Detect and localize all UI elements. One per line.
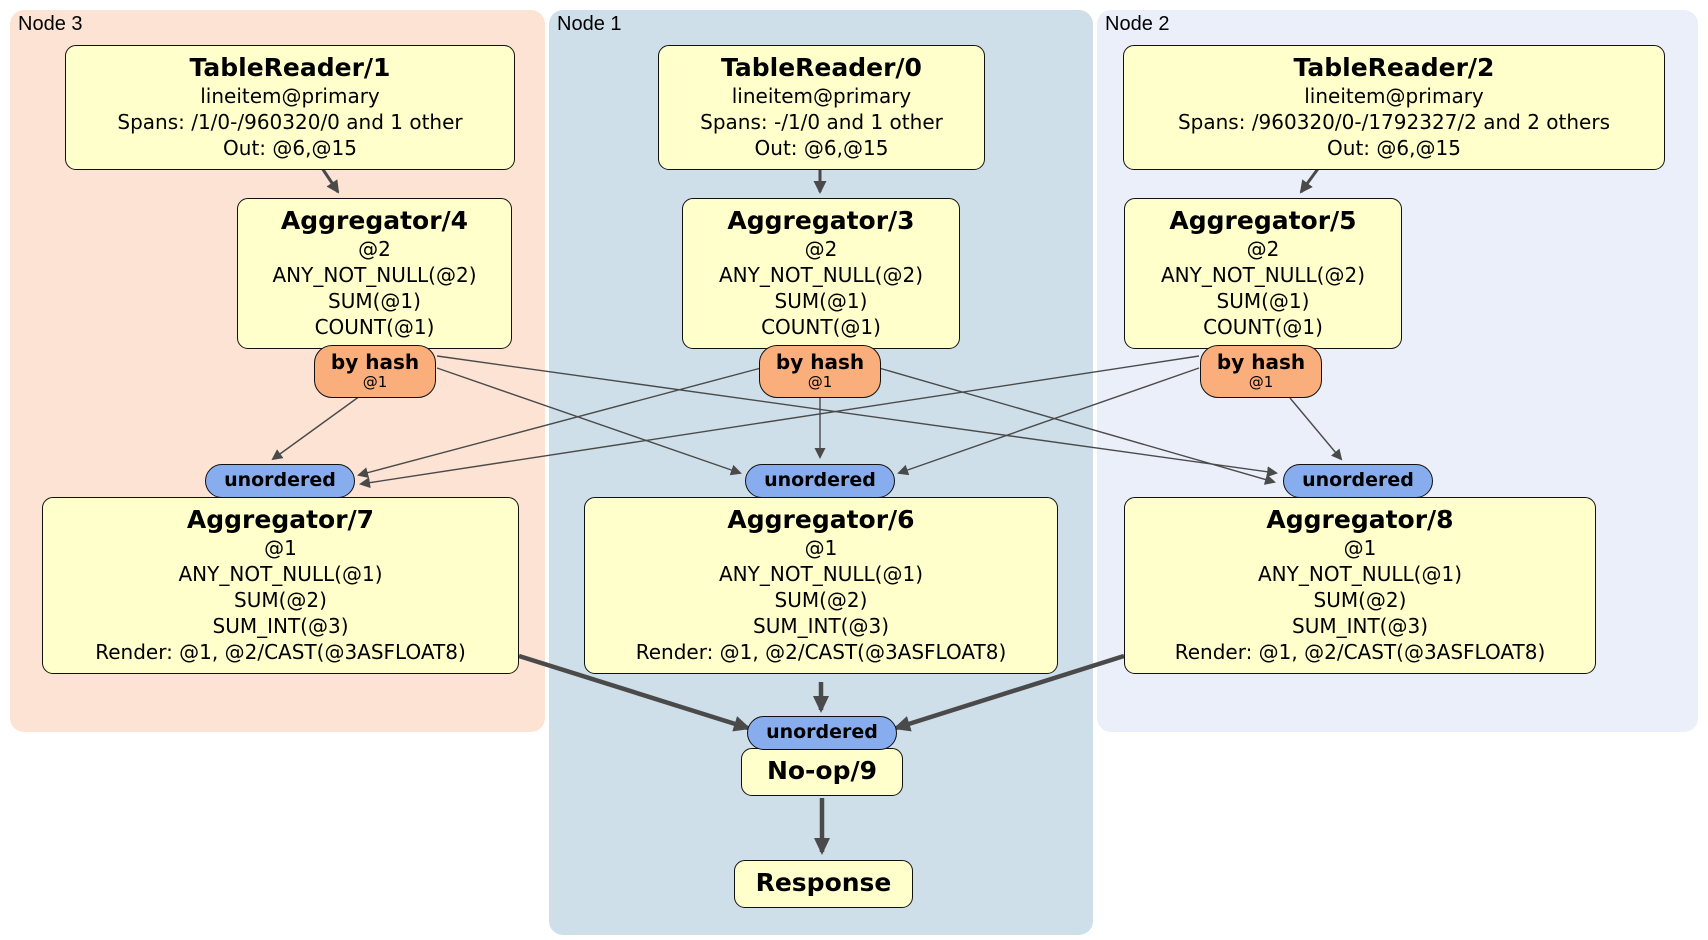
stream-unordered-node1: unordered [745,464,895,498]
region-label-node2: Node 2 [1105,13,1170,35]
processor-detail: SUM_INT(@3) [212,614,349,638]
edge-agg8-unordered-final [893,653,1125,732]
processor-aggregator-3: Aggregator/3 @2 ANY_NOT_NULL(@2) SUM(@1)… [682,198,960,349]
router-by-hash-node1: by hash @1 [759,345,881,398]
router-hash-key: @1 [1248,373,1274,391]
processor-detail: Render: @1, @2/CAST(@3ASFLOAT8) [635,640,1007,664]
stream-unordered-node2: unordered [1283,464,1433,498]
processor-detail: SUM(@2) [1313,588,1407,612]
processor-title: Aggregator/6 [727,505,915,534]
router-label: by hash [330,350,420,374]
processor-detail: Render: @1, @2/CAST(@3ASFLOAT8) [1174,640,1546,664]
processor-aggregator-5: Aggregator/5 @2 ANY_NOT_NULL(@2) SUM(@1)… [1124,198,1402,349]
edge-byhash1-unordered2 [878,367,1276,485]
stream-label: unordered [764,469,876,491]
stream-label: unordered [766,721,878,743]
processor-detail: @2 [358,237,391,261]
router-label: by hash [1216,350,1306,374]
processor-detail: @1 [1343,536,1377,560]
processor-detail: SUM(@1) [328,289,421,313]
edge-byhash3-unordered2 [436,355,1278,478]
edge-byhash3-unordered3 [271,395,361,461]
processor-detail: ANY_NOT_NULL(@2) [272,263,477,287]
region-label-node1: Node 1 [557,13,622,35]
processor-detail: SUM(@2) [234,588,327,612]
edge-tr2-agg5 [1299,165,1322,194]
processor-title: Aggregator/4 [280,206,469,235]
processor-detail: lineitem@primary [1304,84,1484,108]
stream-label: unordered [224,469,336,491]
edge-byhash2-unordered2 [1289,397,1343,461]
region-label-node3: Node 3 [18,13,83,35]
edge-tr1-agg4 [320,167,340,194]
processor-detail: Out: @6,@15 [1327,136,1461,160]
router-hash-key: @1 [807,373,833,391]
processor-tablereader-1: TableReader/1 lineitem@primary Spans: /1… [65,45,515,170]
processor-tablereader-2: TableReader/2 lineitem@primary Spans: /9… [1123,45,1665,170]
processor-title: TableReader/2 [1293,53,1495,82]
router-label: by hash [775,350,865,374]
edge-byhash2-unordered1 [897,367,1200,476]
processor-title: Response [755,868,892,897]
processor-detail: Spans: /1/0-/960320/0 and 1 other [117,110,463,134]
processor-response: Response [734,860,913,908]
processor-aggregator-6: Aggregator/6 @1 ANY_NOT_NULL(@1) SUM(@2)… [584,497,1058,674]
edges-hash-router-mesh [271,355,1343,489]
processor-detail: COUNT(@1) [314,315,435,339]
processor-detail: SUM(@1) [1216,289,1310,313]
processor-title: Aggregator/3 [727,206,915,235]
processor-detail: ANY_NOT_NULL(@1) [719,562,923,586]
processor-title: No-op/9 [766,756,878,785]
processor-detail: lineitem@primary [731,84,912,108]
processor-title: Aggregator/8 [1266,505,1454,534]
processor-noop-9: No-op/9 [741,748,903,796]
processor-aggregator-8: Aggregator/8 @1 ANY_NOT_NULL(@1) SUM(@2)… [1124,497,1596,674]
processor-title: Aggregator/7 [186,505,375,534]
edges-final-merge [518,653,1125,855]
processor-detail: @1 [264,536,297,560]
processor-detail: lineitem@primary [200,84,380,108]
processor-aggregator-4: Aggregator/4 @2 ANY_NOT_NULL(@2) SUM(@1)… [237,198,512,349]
processor-tablereader-0: TableReader/0 lineitem@primary Spans: -/… [658,45,985,170]
processor-detail: @2 [804,237,838,261]
router-hash-key: @1 [362,373,388,391]
edge-byhash3-unordered1 [436,367,742,476]
edges-tablereader-to-aggregator [320,165,1322,194]
processor-title: Aggregator/5 [1169,206,1357,235]
edge-agg7-unordered-final [518,653,751,732]
stream-unordered-node3: unordered [205,464,355,498]
edge-byhash2-unordered3 [359,355,1200,489]
processor-detail: Spans: -/1/0 and 1 other [700,110,943,134]
processor-detail: SUM(@1) [774,289,868,313]
processor-detail: COUNT(@1) [1203,315,1323,339]
processor-detail: SUM_INT(@3) [1292,614,1428,638]
processor-detail: Out: @6,@15 [754,136,889,160]
processor-detail: Out: @6,@15 [223,136,357,160]
stream-unordered-final: unordered [747,716,897,750]
processor-detail: @1 [804,536,838,560]
processor-detail: @2 [1246,237,1280,261]
processor-detail: COUNT(@1) [761,315,881,339]
edge-byhash1-unordered3 [357,367,762,479]
router-by-hash-node2: by hash @1 [1200,345,1322,398]
processor-aggregator-7: Aggregator/7 @1 ANY_NOT_NULL(@1) SUM(@2)… [42,497,519,674]
processor-detail: ANY_NOT_NULL(@2) [1161,263,1365,287]
processor-detail: ANY_NOT_NULL(@1) [178,562,383,586]
processor-detail: ANY_NOT_NULL(@1) [1258,562,1462,586]
processor-detail: Spans: /960320/0-/1792327/2 and 2 others [1177,110,1610,134]
processor-detail: SUM(@2) [774,588,868,612]
processor-detail: SUM_INT(@3) [753,614,889,638]
router-by-hash-node3: by hash @1 [314,345,436,398]
processor-title: TableReader/0 [721,53,922,82]
processor-detail: Render: @1, @2/CAST(@3ASFLOAT8) [95,640,466,664]
processor-title: TableReader/1 [189,53,391,82]
processor-detail: ANY_NOT_NULL(@2) [719,263,923,287]
stream-label: unordered [1302,469,1414,491]
